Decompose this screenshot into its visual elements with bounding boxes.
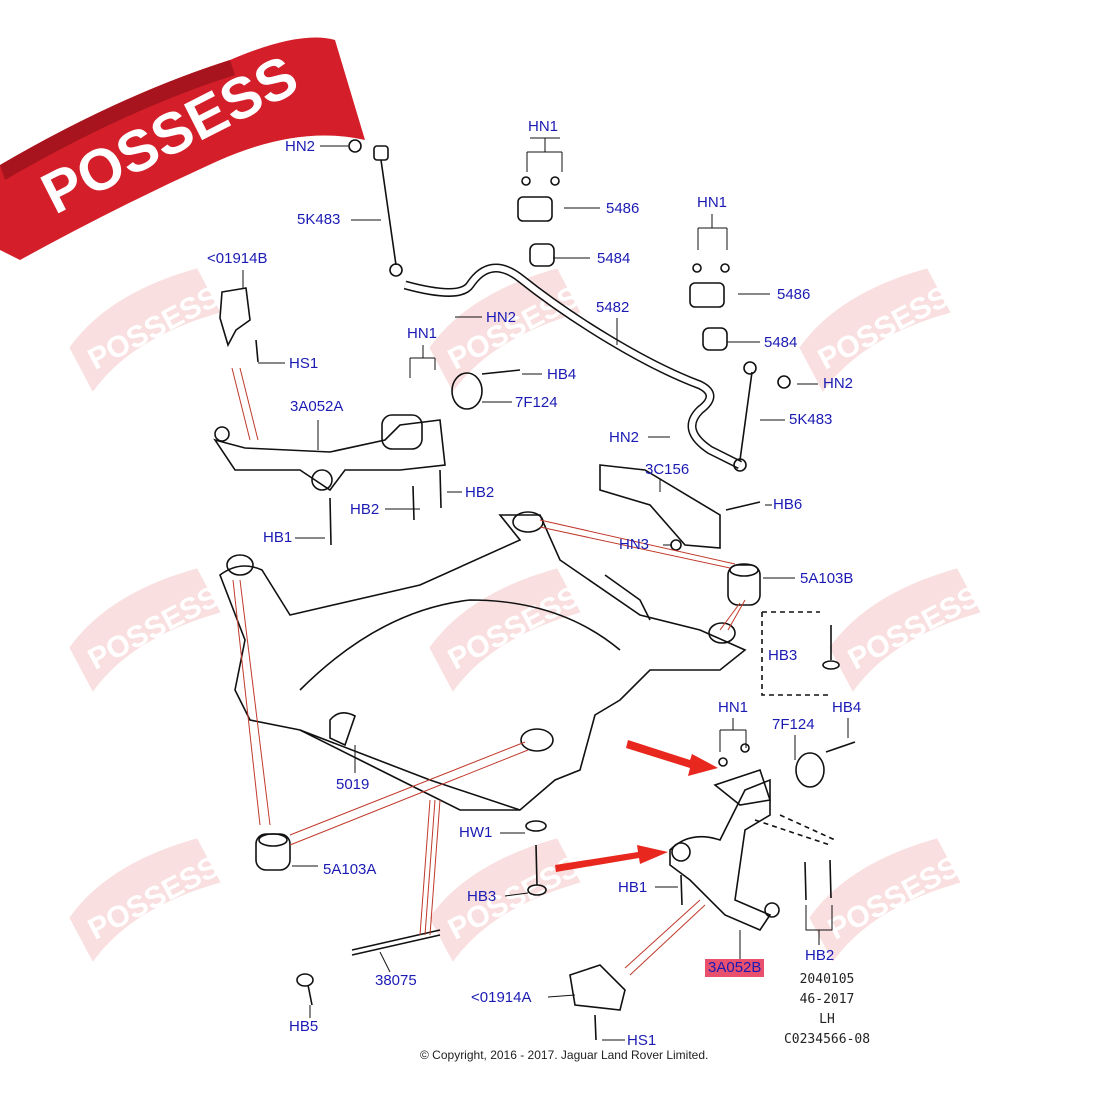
bar-clamp-top [517,176,560,267]
control-arm-upper [213,369,521,546]
label-hw1: HW1 [459,824,493,841]
label-5486: 5486 [777,286,811,303]
label-5486: 5486 [606,200,640,217]
bolt-hb3-lower [525,820,547,896]
drop-link-right [733,361,791,472]
leader-lines [242,137,849,1041]
label-hb3: HB3 [467,888,497,905]
label-5a103b: 5A103B [800,570,854,587]
label-3c156: 3C156 [645,461,690,478]
label-hs1: HS1 [627,1032,657,1049]
reference-note-block: 2040105 46-2017 LH C0234566-08 [782,970,872,1050]
reference-line-1: 2040105 [799,972,855,987]
watermark-logo: POSSESS [69,268,225,392]
label-01914a: <01914A [471,989,532,1006]
label-hs1: HS1 [289,355,319,372]
reference-line-2: 46-2017 [799,992,855,1007]
bushing-5a103b [727,563,761,606]
label-hb5: HB5 [289,1018,319,1035]
label-5484: 5484 [764,334,798,351]
highlight-arrows [555,740,718,872]
label-5k483: 5K483 [297,211,341,228]
control-arm-lower [669,741,856,931]
label-hn1: HN1 [528,118,559,135]
arrow-to-bushing [626,740,718,776]
callout-lines [231,367,746,976]
label-hn2: HN2 [823,375,854,392]
label-5484: 5484 [597,250,631,267]
watermark-logo: POSSESS [429,838,585,962]
label-hn1: HN1 [697,194,728,211]
label-hn2: HN2 [609,429,640,446]
label-hn1: HN1 [718,699,749,716]
watermark-logo: POSSESS [809,838,965,962]
parts-drawing [213,139,856,1041]
label-hb6: HB6 [773,496,803,513]
label-3a052b-highlighted: 3A052B [705,959,765,977]
label-7f124: 7F124 [772,716,815,733]
watermark-logo: POSSESS [429,568,585,692]
label-5019: 5019 [336,776,370,793]
label-hb1: HB1 [618,879,648,896]
arrow-to-control-arm [555,845,668,872]
label-hn3: HN3 [619,536,650,553]
label-hb4: HB4 [547,366,577,383]
label-hb4: HB4 [832,699,862,716]
label-hn2: HN2 [486,309,517,326]
label-3a052a: 3A052A [290,398,344,415]
label-hn2: HN2 [285,138,316,155]
bolt-hb3-right [761,611,840,696]
bushing-5a103a [255,833,291,871]
reference-line-4: C0234566-08 [783,1032,871,1047]
watermark-layer: POSSESS POSSESS POSSESS POSSESS POSSESS … [69,268,985,962]
label-hb1: HB1 [263,529,293,546]
label-hb2: HB2 [805,947,835,964]
bar-clamp-right [689,263,730,351]
bracket-lower [569,964,626,1041]
reference-line-3: LH [819,1012,835,1027]
watermark-logo: POSSESS [799,268,955,392]
label-01914b: <01914B [207,250,268,267]
label-hb2: HB2 [350,501,380,518]
label-hb3: HB3 [768,647,798,664]
link-38075 [296,929,441,1006]
label-hb2: HB2 [465,484,495,501]
drop-link-left [348,139,403,277]
label-hn1: HN1 [407,325,438,342]
label-5482: 5482 [596,299,630,316]
bracket-upper-left [219,287,259,363]
watermark-logo: POSSESS [69,838,225,962]
label-5a103a: 5A103A [323,861,377,878]
copyright-text: © Copyright, 2016 - 2017. Jaguar Land Ro… [420,1048,709,1062]
label-7f124: 7F124 [515,394,558,411]
label-38075: 38075 [375,972,417,989]
label-5k483: 5K483 [789,411,833,428]
watermark-logo: POSSESS [69,568,225,692]
